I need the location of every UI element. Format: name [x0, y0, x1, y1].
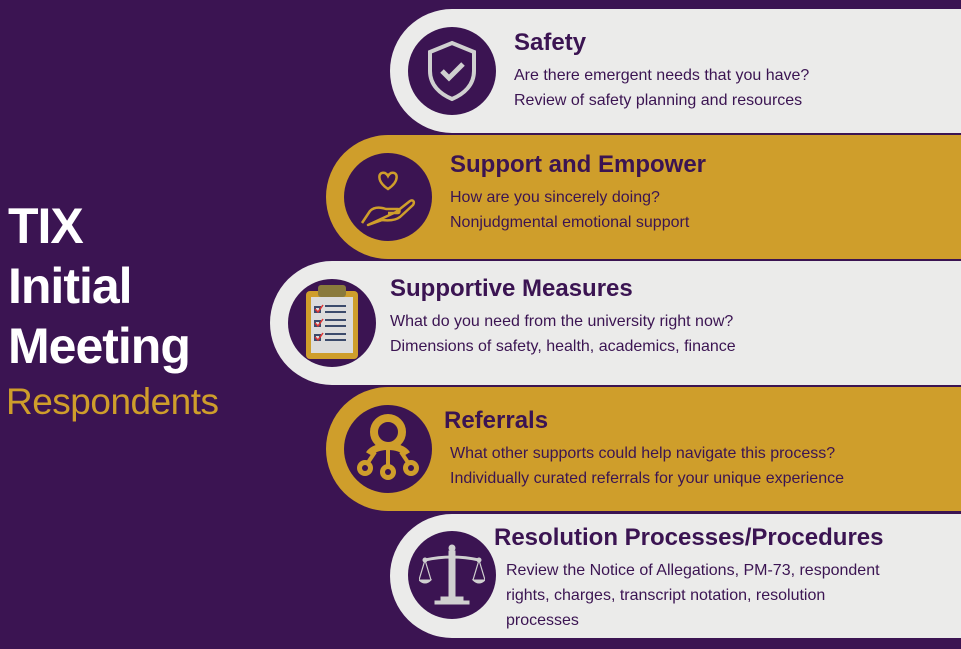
step-safety: Safety Are there emergent needs that you…	[390, 9, 961, 133]
step-line: How are you sincerely doing?	[450, 189, 660, 206]
step-heading: Support and Empower	[450, 151, 707, 178]
page-subtitle: Respondents	[6, 381, 219, 422]
step-line: What do you need from the university rig…	[390, 313, 734, 330]
step-support-and-empower: Support and Empower How are you sincerel…	[326, 135, 961, 259]
heart-hand-icon	[344, 153, 432, 241]
step-line: processes	[506, 612, 579, 629]
step-line: Nonjudgmental emotional support	[450, 214, 690, 231]
clipboard-checklist-icon	[288, 279, 376, 367]
step-supportive-measures: Supportive Measures What do you need fro…	[270, 261, 961, 385]
step-resolution-processes: Resolution Processes/Procedures Review t…	[390, 514, 961, 638]
step-line: Are there emergent needs that you have?	[514, 67, 810, 84]
step-line: What other supports could help navigate …	[450, 445, 836, 462]
step-line: Review of safety planning and resources	[514, 92, 803, 109]
referral-network-icon	[344, 405, 432, 493]
step-heading: Resolution Processes/Procedures	[494, 524, 884, 551]
title-line: Meeting	[8, 318, 191, 374]
step-heading: Safety	[514, 29, 587, 56]
title-line: Initial	[8, 258, 133, 314]
step-heading: Supportive Measures	[390, 275, 633, 302]
shield-check-icon	[408, 27, 496, 115]
scales-icon	[408, 531, 496, 619]
step-line: Dimensions of safety, health, academics,…	[390, 338, 736, 355]
step-referrals: Referrals What other supports could help…	[326, 387, 961, 511]
step-line: Individually curated referrals for your …	[450, 470, 844, 487]
page-title: TIX Initial Meeting	[8, 196, 191, 376]
step-heading: Referrals	[444, 407, 549, 434]
step-line: rights, charges, transcript notation, re…	[506, 587, 826, 604]
title-line: TIX	[8, 198, 84, 254]
step-line: Review the Notice of Allegations, PM-73,…	[506, 562, 880, 579]
